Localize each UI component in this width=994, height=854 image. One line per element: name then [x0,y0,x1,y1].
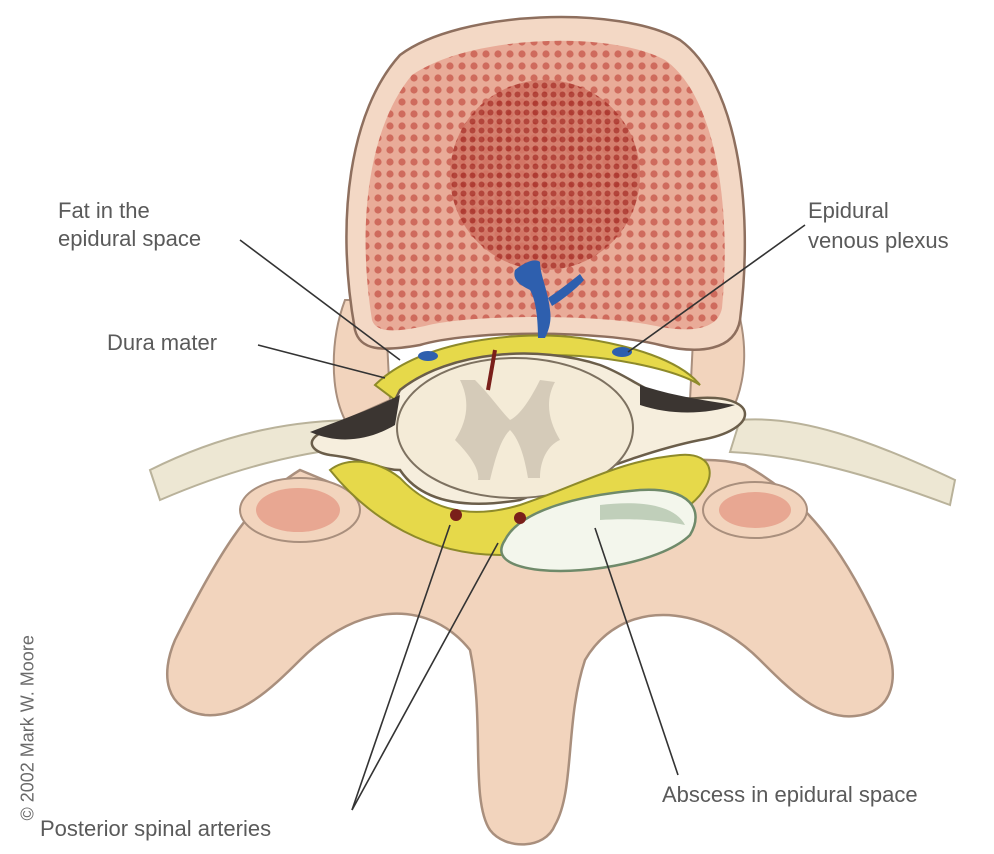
label-posterior-spinal-arteries: Posterior spinal arteries [40,816,271,842]
label-venous-line2: venous plexus [808,228,949,254]
label-venous-line1: Epidural [808,198,889,224]
posterior-artery-right [514,512,526,524]
left-facet-surface [256,488,340,532]
label-fat-line2: epidural space [58,226,201,252]
dense-marrow [450,80,640,270]
venous-plexus-left [418,351,438,361]
label-abscess: Abscess in epidural space [662,782,918,808]
label-dura-mater: Dura mater [107,330,217,356]
copyright-credit: © 2002 Mark W. Moore [18,581,39,821]
label-fat-line1: Fat in the [58,198,150,224]
right-facet-surface [719,492,791,528]
posterior-artery-left [450,509,462,521]
